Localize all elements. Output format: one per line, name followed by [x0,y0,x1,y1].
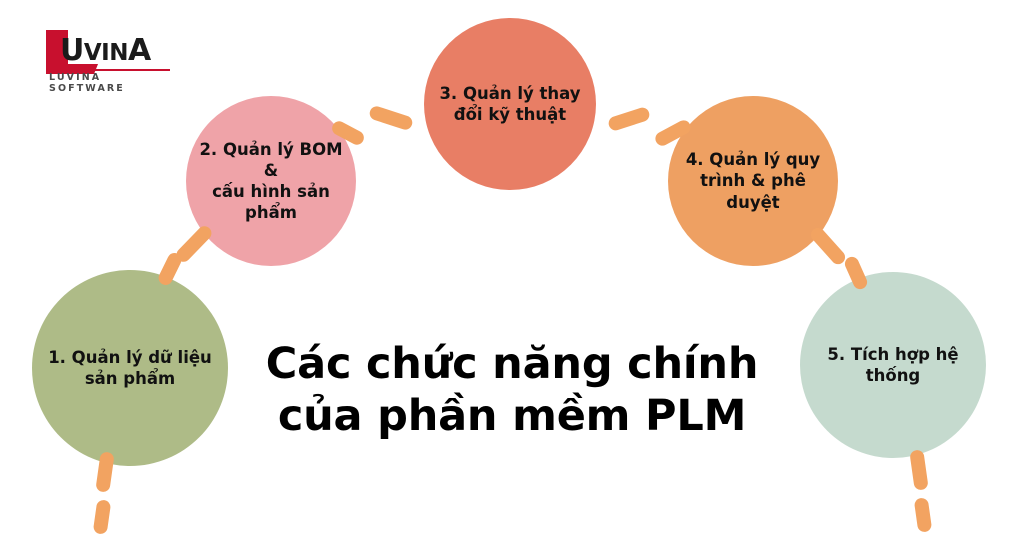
process-node-2: 2. Quản lý BOM & cấu hình sản phẩm [186,96,356,266]
luvina-logo: UVINA LUVINA SOFTWARE [46,28,171,94]
connector-dash-tail-right-2 [913,497,933,533]
process-node-3-label: 3. Quản lý thay đổi kỹ thuật [439,83,581,124]
process-node-5: 5. Tích hợp hệ thống [800,272,986,458]
infographic-canvas: UVINA LUVINA SOFTWARE 1. Quản lý dữ liệu… [32,18,986,535]
process-node-5-label: 5. Tích hợp hệ thống [827,344,959,385]
logo-underline-rule [46,69,170,71]
page-title-line2: của phần mềm PLM [277,391,747,442]
process-node-1: 1. Quản lý dữ liệu sản phẩm [32,270,228,466]
process-node-1-label: 1. Quản lý dữ liệu sản phẩm [48,347,212,388]
process-node-4-label: 4. Quản lý quy trình & phê duyệt [685,150,821,212]
process-node-3: 3. Quản lý thay đổi kỹ thuật [424,18,596,190]
page-title-line1: Các chức năng chính [265,339,759,389]
logo-red-l-stem [46,30,68,74]
connector-dash-tail-left-2 [92,499,112,535]
logo-tagline: LUVINA SOFTWARE [49,72,125,94]
connector-dash-2to3-b [367,104,415,132]
page-title: Các chức năng chính của phần mềm PLM [232,338,792,443]
connector-dash-4to5-a [808,224,848,268]
process-node-4: 4. Quản lý quy trình & phê duyệt [668,96,838,266]
process-node-2-label: 2. Quản lý BOM & cấu hình sản phẩm [199,139,343,223]
connector-dash-tail-right-1 [909,449,929,491]
connector-dash-1to2-b [173,223,215,265]
logo-wordmark: UVINA [60,33,151,68]
connector-dash-3to4-a [606,105,652,133]
